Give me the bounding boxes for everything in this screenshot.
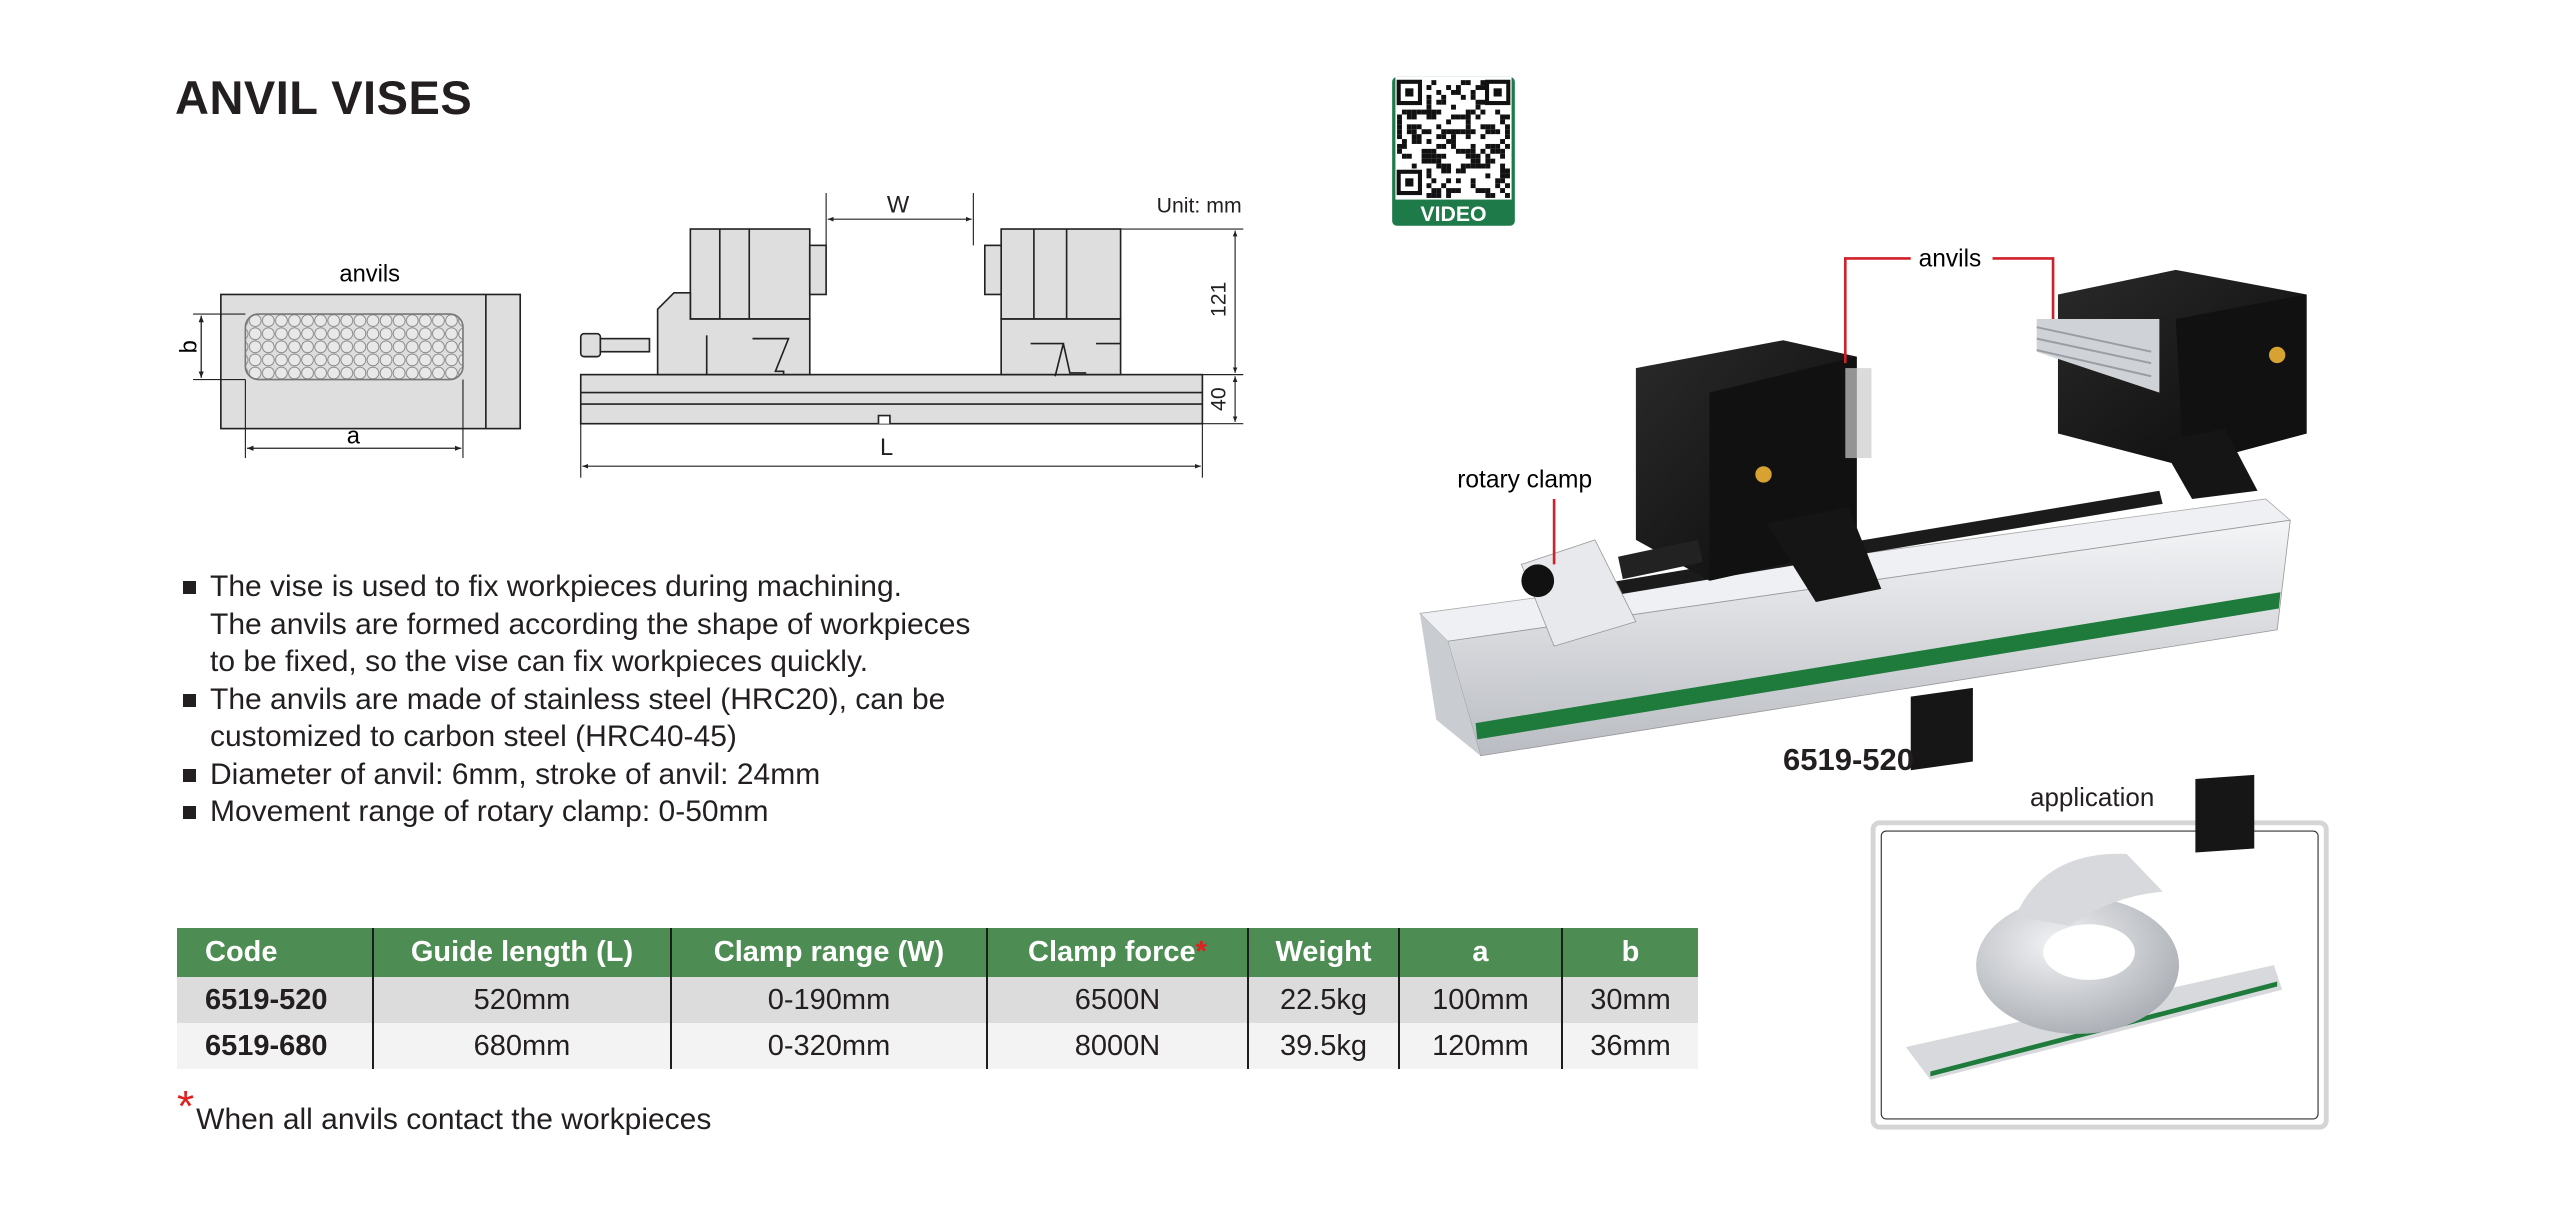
footnote-text: When all anvils contact the workpieces [196,1103,712,1136]
application-label: application [2030,782,2155,812]
table-header-row: Code Guide length (L) Clamp range (W) Cl… [177,928,1698,977]
col-header: a [1398,928,1562,977]
cell: 520mm [372,977,671,1023]
page-title: ANVIL VISES [175,71,473,124]
cell: 0-320mm [670,1023,987,1069]
footnote-marker: * [1195,936,1207,968]
dim-height-label: 121 [1206,282,1230,317]
col-header: Guide length (L) [372,928,671,977]
cell: 22.5kg [1247,977,1399,1023]
col-header-label: Clamp force [1028,936,1196,968]
col-header: Code [177,928,373,977]
spec-table: Code Guide length (L) Clamp range (W) Cl… [177,928,1698,1069]
feature-line: The anvils are made of stainless steel (… [210,682,946,716]
product-anvils-label: anvils [1919,246,1982,273]
table-row: 6519-680 680mm 0-320mm 8000N 39.5kg 120m… [177,1023,1698,1069]
anvils-label: anvils [339,261,400,287]
feature-line: Movement range of rotary clamp: 0-50mm [210,795,769,828]
side-view-diagram [579,193,1244,478]
cell: 6500N [986,977,1248,1023]
cell: 0-190mm [670,977,987,1023]
dim-b-label: b [176,340,202,353]
product-image [1419,257,2307,757]
cell: 100mm [1398,977,1562,1023]
cell: 120mm [1398,1023,1562,1069]
feature-item: The vise is used to fix workpieces durin… [183,568,970,681]
cell-code: 6519-680 [177,1023,373,1069]
footnote: *When all anvils contact the workpieces [177,1082,711,1137]
product-model-label: 6519-520 [1783,742,1915,777]
dim-l-label: L [880,435,893,461]
feature-item: Movement range of rotary clamp: 0-50mm [183,793,970,831]
feature-line: to be fixed, so the vise can fix workpie… [210,645,869,678]
cell: 30mm [1561,977,1698,1023]
cell: 39.5kg [1247,1023,1399,1069]
col-header: Weight [1247,928,1399,977]
table-row: 6519-520 520mm 0-190mm 6500N 22.5kg 100m… [177,977,1698,1023]
cell: 680mm [372,1023,671,1069]
cell: 36mm [1561,1023,1698,1069]
feature-list: The vise is used to fix workpieces durin… [183,568,970,831]
video-label: VIDEO [1420,202,1486,226]
feature-line: The anvils are formed according the shap… [210,607,971,641]
footnote-star: * [177,1082,195,1131]
anvil-top-view-diagram [193,293,522,459]
feature-line: The vise is used to fix workpieces durin… [210,570,902,603]
unit-label: Unit: mm [1157,194,1242,218]
dim-a-label: a [347,423,361,449]
col-header: Clamp force* [986,928,1248,977]
feature-line: customized to carbon steel (HRC40-45) [210,720,737,753]
feature-line: Diameter of anvil: 6mm, stroke of anvil:… [210,757,821,791]
col-header: b [1561,928,1698,977]
dim-base-label: 40 [1206,387,1230,411]
cell-code: 6519-520 [177,977,373,1023]
dim-w-label: W [887,193,910,219]
rotary-clamp-label: rotary clamp [1457,466,1592,493]
col-header: Clamp range (W) [670,928,987,977]
qr-code[interactable]: VIDEO [1392,76,1515,226]
application-image [1870,687,2329,1130]
cell: 8000N [986,1023,1248,1069]
feature-item: The anvils are made of stainless steel (… [183,681,970,756]
feature-item: Diameter of anvil: 6mm, stroke of anvil:… [183,756,970,794]
